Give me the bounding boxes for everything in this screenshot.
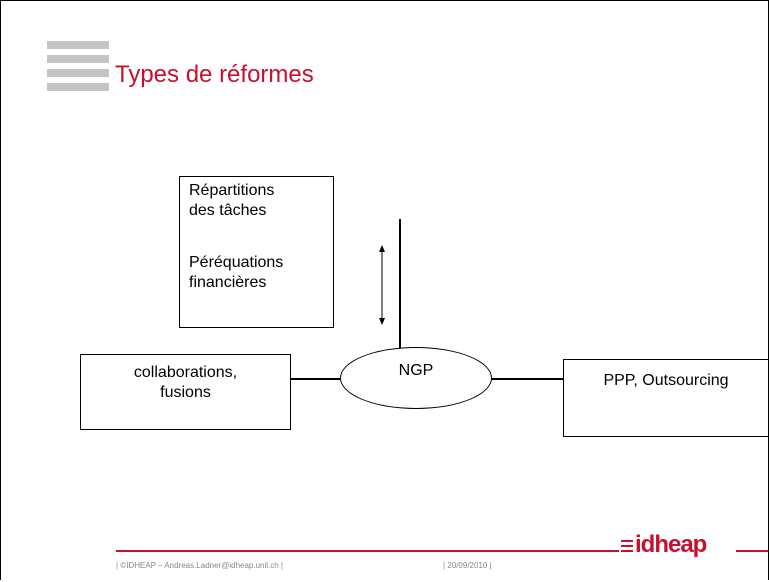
idheap-logo: idheap	[621, 531, 736, 559]
footer-divider	[116, 550, 619, 552]
slide-title: Types de réformes	[115, 61, 314, 88]
box-top-line1: Répartitions	[189, 182, 275, 199]
footer-author: | ©IDHEAP – Andreas.Ladner@idheap.unil.c…	[116, 561, 284, 570]
box-left-line2: fusions	[160, 384, 211, 401]
box-left-line1: collaborations,	[133, 364, 238, 381]
box-right-label: PPP, Outsourcing	[603, 372, 729, 389]
box-ppp: PPP, Outsourcing	[563, 359, 769, 437]
footer-divider-tail	[736, 550, 768, 552]
ellipse-label: NGP	[398, 362, 434, 379]
ellipse-ngp: NGP	[340, 347, 492, 409]
footer-date: | 20/09/2010 |	[443, 561, 492, 570]
title-decoration-bars	[47, 41, 109, 97]
box-collaborations: collaborations, fusions	[80, 354, 291, 430]
box-top-line4: financières	[189, 274, 267, 291]
logo-lines-icon	[621, 540, 633, 555]
box-top-line2: des tâches	[189, 202, 267, 219]
logo-text: idheap	[635, 531, 707, 558]
box-top-line3: Péréquations	[189, 254, 284, 271]
box-tasks-equalization: Répartitions des tâches Péréquations fin…	[179, 176, 334, 328]
